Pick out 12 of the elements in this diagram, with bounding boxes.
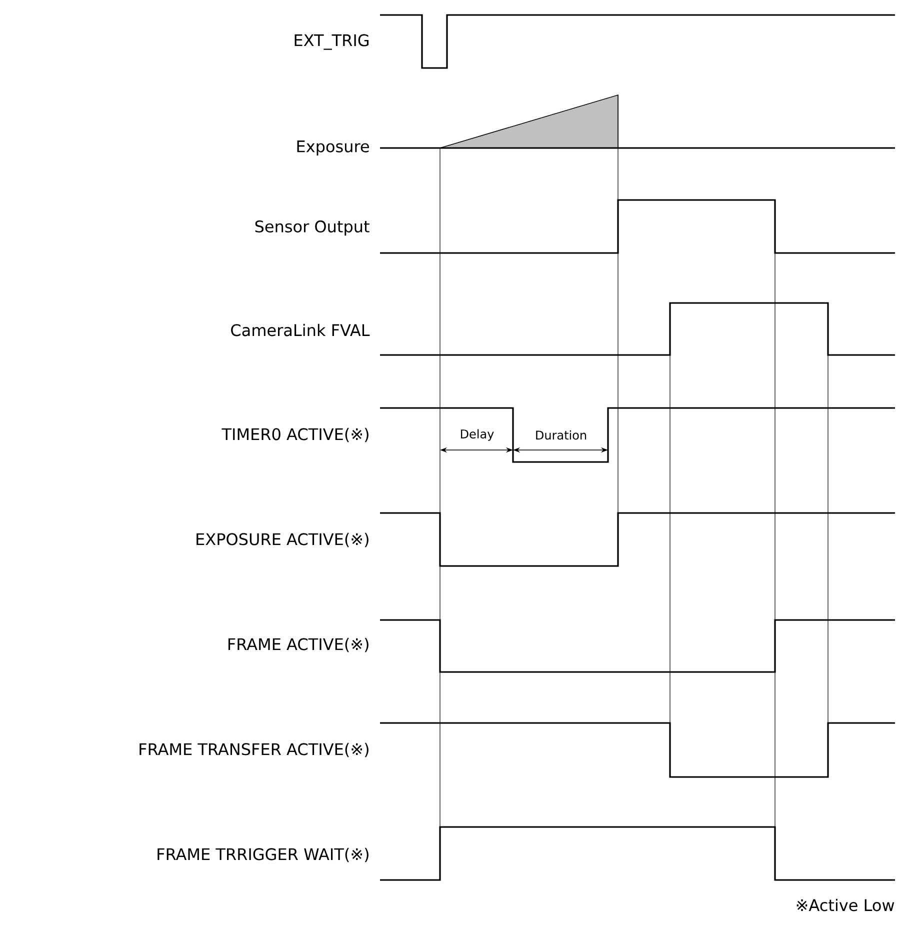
- signal-label: Sensor Output: [255, 220, 370, 236]
- signal-label: Exposure: [297, 140, 369, 156]
- signal-label: FRAME ACTIVE(※): [228, 638, 368, 652]
- signal-label: EXT_TRIG: [294, 34, 368, 50]
- dimension-label: Duration: [536, 430, 586, 440]
- signal-label: CameraLink FVAL: [231, 324, 370, 336]
- signal-label: FRAME TRRIGGER WAIT(※): [158, 848, 368, 862]
- note: ※Active Low: [796, 898, 894, 912]
- signal-label: FRAME TRANSFER ACTIVE(※): [140, 742, 368, 758]
- dimension-label: Delay: [460, 429, 494, 441]
- signal-label: EXPOSURE ACTIVE(※): [196, 532, 368, 548]
- signal-label: TIMER0 ACTIVE(※): [222, 428, 368, 442]
